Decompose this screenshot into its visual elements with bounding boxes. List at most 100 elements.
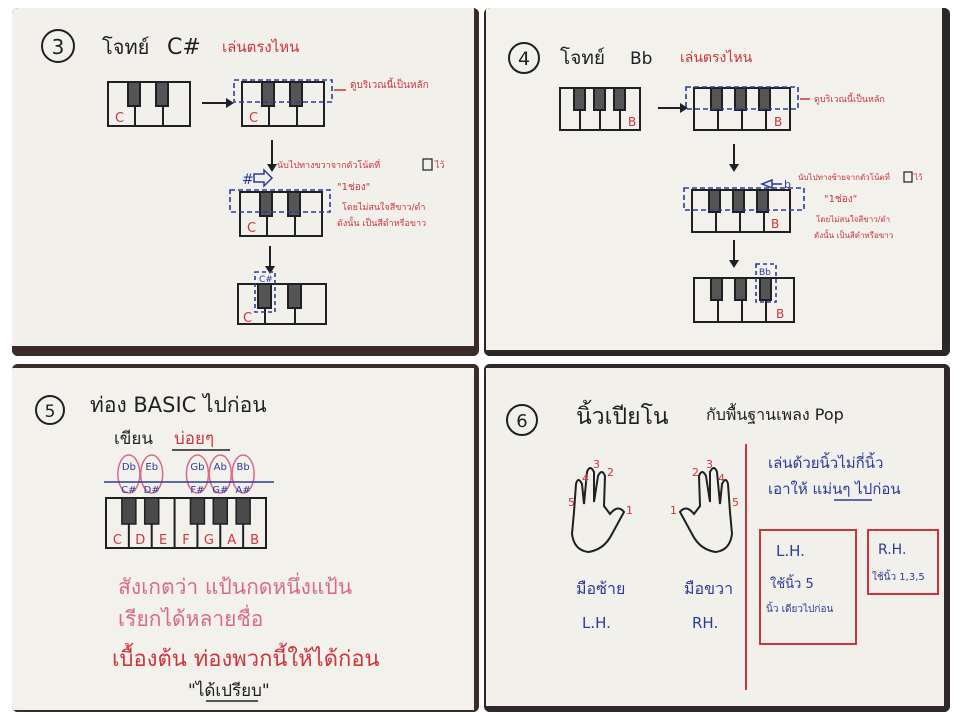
panel-5-line-4: "ได้เปรียบ" <box>188 680 270 701</box>
panel-5-drawing: 5 ท่อง BASIC ไปก่อน เขียน บ่อยๆ DbC#EbD#… <box>12 364 479 712</box>
panel-6-rh-box <box>867 529 939 595</box>
panel-5-line-1: สังเกตว่า แป้นกดหนึ่งแป้น <box>118 572 352 599</box>
panel-4-move-note-1: นับไปทางซ้ายจากตัวโน้ตที่ <box>798 171 890 182</box>
panel-5-black-key <box>235 497 251 525</box>
panel-4-title-chord: Bb <box>630 49 652 69</box>
panel-3-move-note-5: ดังนั้น เป็นสีดำหรือขาว <box>337 216 426 229</box>
panel-3-keyboard-3 <box>239 191 323 237</box>
panel-4-keyboard-2 <box>693 87 791 131</box>
panel-5-title: ท่อง BASIC ไปก่อน <box>90 393 267 417</box>
panel-6-right-hand <box>678 467 734 554</box>
panel-3-move-note-1: นับไปทางขวาจากตัวโน้ตที่ <box>277 158 380 171</box>
panel-5-flat-label: Eb <box>145 462 158 473</box>
panel-5-flat-label: Ab <box>214 462 227 473</box>
panel-4-key-b-label-2: B <box>774 115 782 129</box>
panel-4-key-b-label-4: B <box>776 307 784 321</box>
panel-5-white-key-label: D <box>135 533 145 548</box>
panel-5-black-key <box>121 497 137 525</box>
photo-panel-3: 3 โจทย์ C# เล่นตรงไหน C C ดูบริเวณนี้เป็… <box>12 8 479 356</box>
panel-5-line-3: เบื้องต้น ท่องพวกนี้ให้ได้ก่อน <box>112 643 380 672</box>
panel-6-right-finger-number: 1 <box>670 504 677 517</box>
panel-5-white-key-label: C <box>113 533 122 548</box>
panel-5-sharp-label: A# <box>236 485 251 496</box>
panel-4-note-center: ดูบริเวณนี้เป็นหลัก <box>814 92 885 105</box>
panel-5-sharp-label: D# <box>144 485 160 496</box>
panel-3-key-c-label-4: C <box>243 311 252 326</box>
photo-panel-4: 4 โจทย์ Bb เล่นตรงไหน B B ดูบริเวณนี้เป็… <box>484 8 950 356</box>
panel-4-flat-label: b <box>784 178 791 191</box>
panel-6-rh-box-title: R.H. <box>878 542 906 558</box>
panel-5-flat-label: Bb <box>237 462 250 473</box>
panel-3-keyboard-4 <box>237 283 327 325</box>
panel-5-white-key-label: B <box>250 533 259 548</box>
panel-3-result-label: C# <box>259 275 273 285</box>
panel-6-left-finger-number: 1 <box>626 504 633 517</box>
panel-3-title-question: เล่นตรงไหน <box>222 38 299 56</box>
panel-6-left-finger-number: 3 <box>593 458 600 471</box>
panel-6-left-finger-number: 4 <box>582 472 589 485</box>
panel-5-white-key-label: E <box>159 533 167 548</box>
panel-3-title-chord: C# <box>167 35 201 60</box>
panel-3-keyboard-1 <box>107 81 191 127</box>
panel-6-title-b: กับพื้นฐานเพลง Pop <box>706 403 844 424</box>
panel-5-number: 5 <box>45 402 56 422</box>
panel-5-sharp-label: G# <box>212 485 228 496</box>
panel-5-enharmonic-oval <box>117 454 141 494</box>
panel-3-key-c-label-3: C <box>247 221 256 236</box>
panel-3-key-c-label-2: C <box>249 111 258 126</box>
panel-3-sharp-label: # <box>242 172 254 188</box>
panel-6-right-hand-en: RH. <box>692 614 718 632</box>
panel-4-number: 4 <box>518 48 530 70</box>
panel-3-number: 3 <box>52 35 65 59</box>
panel-5-white-key-label: G <box>204 533 214 548</box>
panel-4-move-note-4: โดยไม่สนใจสีขาว/ดำ <box>816 214 890 224</box>
panel-6-left-finger-number: 5 <box>568 496 575 509</box>
panel-3-move-note-2: ไว้ <box>434 160 445 171</box>
panel-3-drawing: 3 โจทย์ C# เล่นตรงไหน C C ดูบริเวณนี้เป็… <box>12 8 479 356</box>
panel-5-enharmonic-labels: DbC# EbD# GbF# AbG# BbA# <box>117 454 255 496</box>
panel-6-left-hand-th: มือซ้าย <box>576 579 625 598</box>
panel-4-move-note-5: ดังนั้น เป็นสีดำหรือขาว <box>814 229 893 240</box>
panel-6-left-hand-en: L.H. <box>582 614 611 632</box>
panel-4-drawing: 4 โจทย์ Bb เล่นตรงไหน B B ดูบริเวณนี้เป็… <box>484 8 950 356</box>
panel-3-note-center: ดูบริเวณนี้เป็นหลัก <box>350 77 429 91</box>
panel-6-right-finger-number: 5 <box>732 496 739 509</box>
panel-3-keyboard-2 <box>241 81 325 127</box>
panel-3-title-prefix: โจทย์ <box>102 35 149 59</box>
panel-5-sharp-label: C# <box>121 485 136 496</box>
panel-5-black-key <box>143 497 160 525</box>
panel-5-black-key <box>212 497 229 525</box>
panel-5-flat-label: Db <box>122 462 136 473</box>
panel-6-left-hand <box>570 467 626 554</box>
panel-4-move-note-2: ไว้ <box>913 173 923 182</box>
panel-5-keyboard <box>105 497 267 549</box>
panel-5-line-2: เรียกได้หลายชื่อ <box>118 604 263 631</box>
panel-5-enharmonic-oval <box>139 454 164 494</box>
panel-6-right-note-2: เอาให้ แม่นๆ ไปก่อน <box>768 480 901 498</box>
panel-4-title-prefix: โจทย์ <box>560 46 605 69</box>
panel-5-black-key <box>189 497 206 525</box>
panel-5-white-key-label: F <box>182 533 189 548</box>
panel-4-keyboard-3 <box>691 189 791 233</box>
panel-3-move-note-3: "1ช่อง" <box>337 182 370 193</box>
panel-4-key-b-label-3: B <box>771 217 779 231</box>
panel-6-lh-box <box>759 529 857 645</box>
panel-5-flat-label: Gb <box>190 462 204 473</box>
panel-6-right-hand-th: มือขวา <box>684 579 733 598</box>
panel-6-right-finger-number: 3 <box>706 458 713 471</box>
panel-6-lh-box-title: L.H. <box>776 542 805 560</box>
panel-5-enharmonic-oval <box>185 454 210 494</box>
panel-4-title-question: เล่นตรงไหน <box>680 49 753 66</box>
panel-6-rh-box-line-1: ใช้นิ้ว 1,3,5 <box>872 569 925 583</box>
panel-3-move-note-4: โดยไม่สนใจสีขาว/ดำ <box>342 202 425 213</box>
panel-5-subtitle-a: เขียน <box>114 429 153 449</box>
panel-6-left-finger-number: 2 <box>607 466 614 479</box>
panel-5-sharp-label: F# <box>190 485 204 496</box>
panel-3-key-c-label: C <box>115 111 124 126</box>
